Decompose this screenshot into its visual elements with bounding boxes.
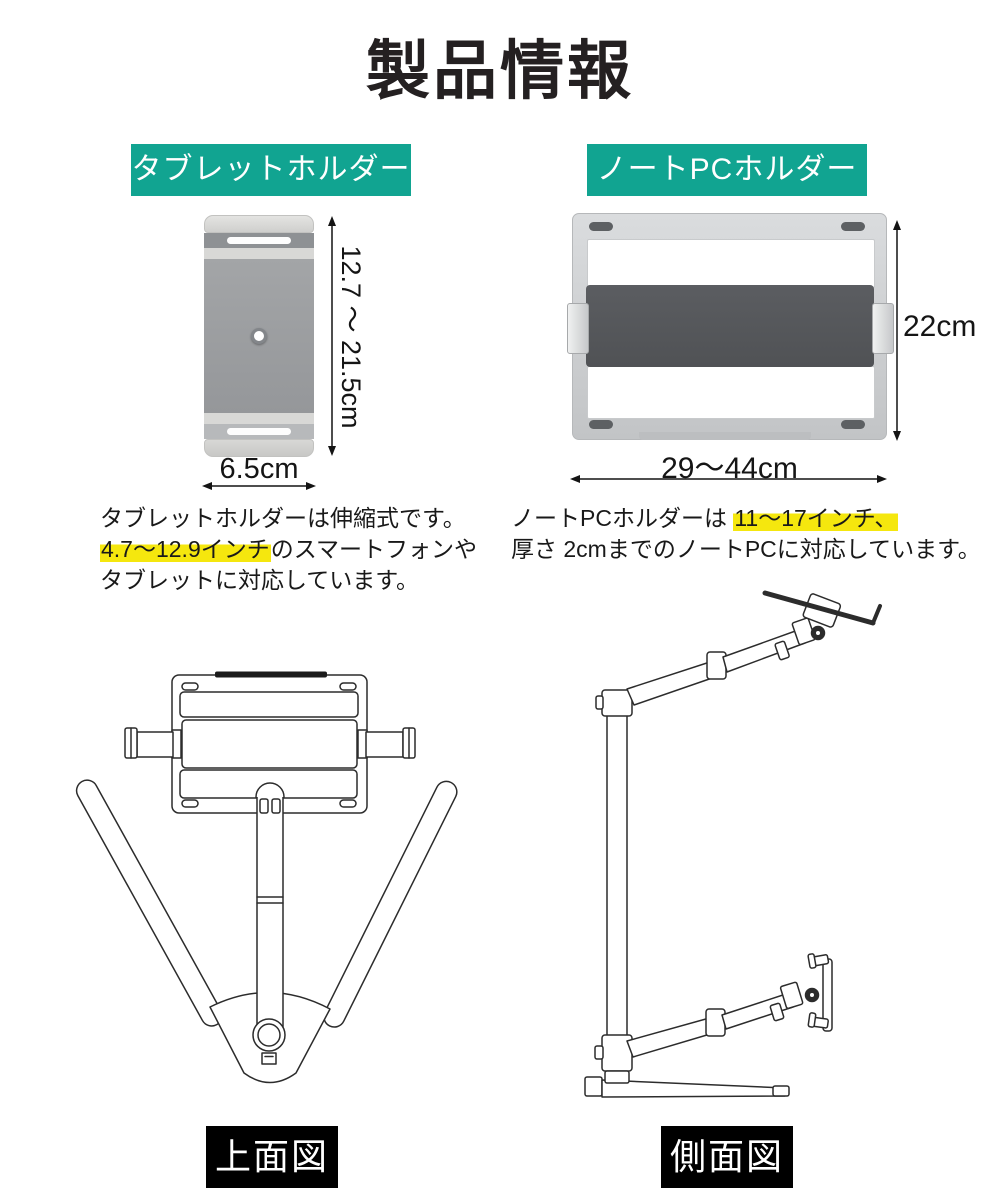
notepc-holder-photo [567, 213, 894, 440]
notepc-pad-bottom-left [589, 420, 613, 429]
tablet-bottom-band [204, 413, 314, 424]
notepc-width-arrow-icon [570, 475, 887, 483]
notepc-desc-line2: 厚さ 2cmまでのノートPCに対応しています。 [511, 536, 981, 562]
notepc-pad-bottom-right [841, 420, 865, 429]
notepc-height-label: 22cm [903, 310, 977, 343]
tablet-height-label: 12.7 ～ 21.5cm [336, 245, 366, 429]
tablet-body [204, 259, 314, 413]
tablet-top-clamp [204, 233, 314, 248]
tablet-center-hole [251, 328, 267, 344]
side-view-label: 側面図 [661, 1126, 793, 1188]
notepc-right-clip [872, 303, 894, 354]
notepc-desc-highlight: 11～17インチ、 [733, 505, 899, 531]
notepc-rubber-bar [586, 285, 874, 367]
tablet-desc-highlight: 4.7～12.9インチ [100, 536, 271, 562]
tablet-top-slot [227, 237, 291, 244]
tablet-bottom-clamp [204, 424, 314, 439]
tablet-bottom-slot [227, 428, 291, 435]
notepc-top-cutout [587, 239, 875, 288]
tablet-width-arrow-icon [202, 482, 316, 490]
notepc-bottom-cutout [587, 366, 875, 419]
notepc-pad-top-right [841, 222, 865, 231]
tablet-top-cap [204, 215, 314, 233]
tablet-desc-line2-rest: のスマートフォンや [270, 536, 478, 562]
tablet-height-arrow-icon [328, 216, 336, 456]
notepc-desc-line1-pre: ノートPCホルダーは [511, 505, 734, 531]
page-title: 製品情報 [366, 35, 634, 107]
notepc-holder-header: ノートPCホルダー [587, 144, 867, 196]
notepc-pad-top-left [589, 222, 613, 231]
tablet-top-band [204, 248, 314, 259]
tablet-desc-line3: タブレットに対応しています。 [100, 567, 420, 593]
side-view-drawing [584, 590, 882, 1098]
tablet-holder-header: タブレットホルダー [131, 144, 411, 196]
tablet-width-label: 6.5cm [219, 453, 299, 485]
top-view-drawing [75, 671, 458, 1084]
notepc-left-clip [567, 303, 589, 354]
notepc-height-arrow-icon [893, 220, 901, 441]
notepc-bottom-lip [639, 432, 811, 440]
notepc-description: ノートPCホルダーは 11～17インチ、 厚さ 2cmまでのノートPCに対応して… [511, 503, 1000, 565]
tablet-bottom-cap [204, 439, 314, 457]
top-view-label: 上面図 [206, 1126, 338, 1188]
tablet-description: タブレットホルダーは伸縮式です。 4.7～12.9インチのスマートフォンや タブ… [100, 503, 500, 596]
tablet-holder-photo [204, 215, 314, 457]
tablet-desc-line1: タブレットホルダーは伸縮式です。 [100, 505, 466, 531]
